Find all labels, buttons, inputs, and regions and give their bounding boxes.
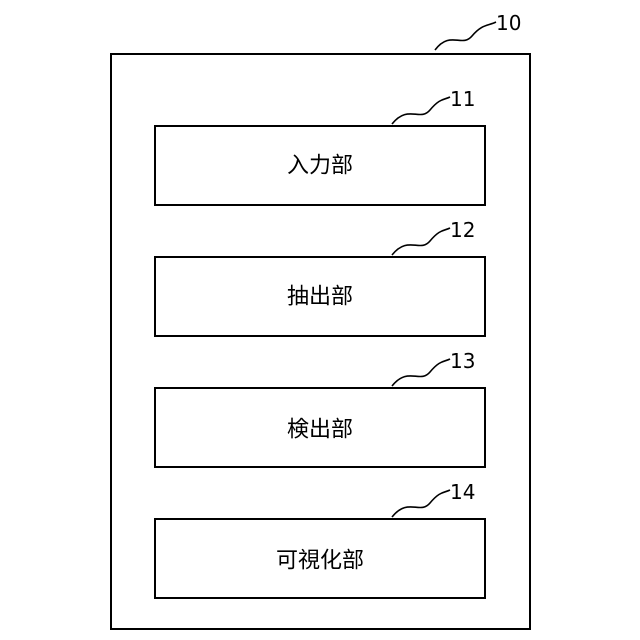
device-reference-number: 10	[496, 11, 521, 35]
extraction-unit-reference-number: 12	[450, 218, 475, 242]
input-unit-reference-number: 11	[450, 87, 475, 111]
detection-unit-reference-number: 13	[450, 349, 475, 373]
detection-unit-label: 検出部	[287, 418, 353, 443]
device-reference-leader	[435, 22, 496, 50]
input-unit-label: 入力部	[287, 154, 353, 179]
extraction-unit-label: 抽出部	[287, 285, 353, 310]
visualization-unit-reference-number: 14	[450, 480, 475, 504]
visualization-unit-label: 可視化部	[276, 549, 364, 574]
